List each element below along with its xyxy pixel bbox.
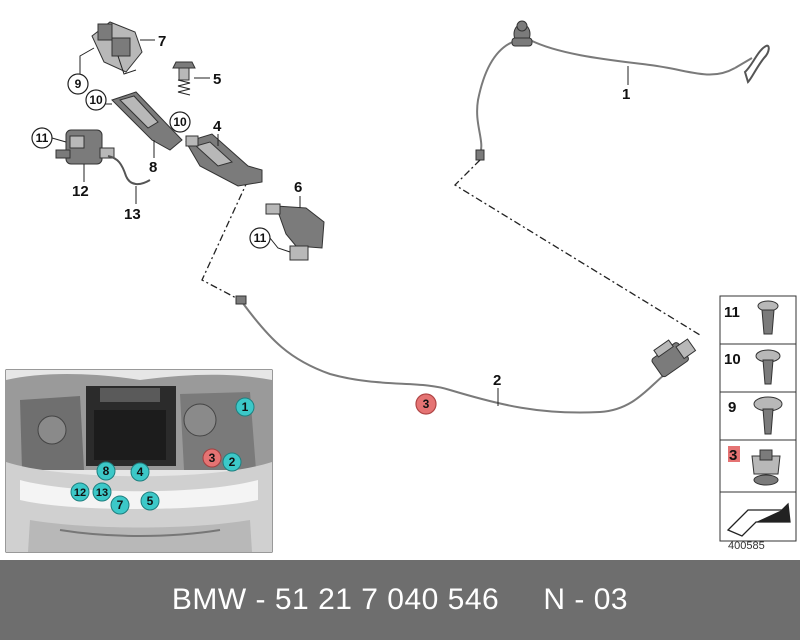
spring-bolt-part-5 xyxy=(172,61,196,96)
part-label-13: 13 xyxy=(124,206,141,223)
svg-text:9: 9 xyxy=(75,77,82,91)
inset-callout-3-red: 3 xyxy=(202,448,222,468)
legend-item-3: 3 xyxy=(729,447,737,464)
callout-10-left: 10 xyxy=(85,89,107,111)
fastener-legend: 11 10 9 3 xyxy=(719,295,797,542)
svg-text:1: 1 xyxy=(242,400,249,414)
svg-text:7: 7 xyxy=(117,498,124,512)
clip-3-icon xyxy=(751,449,781,486)
vehicle-inset: 1 2 3 4 5 7 8 12 xyxy=(5,369,273,553)
part-label-2: 2 xyxy=(493,372,501,389)
svg-text:10: 10 xyxy=(89,93,103,107)
bracket-part-7 xyxy=(91,21,143,75)
inset-callout-5: 5 xyxy=(140,491,160,511)
legend-item-11: 11 xyxy=(724,304,740,321)
svg-text:11: 11 xyxy=(254,231,267,245)
inset-callout-2: 2 xyxy=(222,452,242,472)
part-label-1: 1 xyxy=(622,86,630,103)
callout-9: 9 xyxy=(67,73,89,95)
inset-callout-7: 7 xyxy=(110,495,130,515)
route-dashed-line-right xyxy=(453,159,701,336)
part-label-6: 6 xyxy=(294,179,302,196)
svg-text:13: 13 xyxy=(96,487,108,499)
callout-11-left: 11 xyxy=(31,127,53,149)
bowden-cable-2 xyxy=(235,295,697,414)
svg-text:3: 3 xyxy=(423,397,430,411)
lock-plate-part-8 xyxy=(111,91,183,151)
bowden-cable-1 xyxy=(475,20,770,161)
part-label-12: 12 xyxy=(72,183,89,200)
wire-part-13 xyxy=(107,155,151,186)
callout-11-right: 11 xyxy=(249,227,271,249)
sensor-part-6 xyxy=(265,203,325,261)
route-dashed-line-left xyxy=(201,179,249,301)
legend-item-9: 9 xyxy=(728,399,736,416)
part-label-4: 4 xyxy=(213,118,222,135)
inset-callout-13: 13 xyxy=(92,482,112,502)
part-label-7: 7 xyxy=(158,33,166,50)
inset-callout-12: 12 xyxy=(70,482,90,502)
svg-text:11: 11 xyxy=(36,131,49,145)
svg-text:3: 3 xyxy=(209,451,216,465)
inset-callout-4: 4 xyxy=(130,462,150,482)
svg-text:8: 8 xyxy=(103,464,110,478)
part-label-5: 5 xyxy=(213,71,221,88)
svg-text:10: 10 xyxy=(173,115,187,129)
callout-3-red: 3 xyxy=(415,393,437,415)
actuator-part-12 xyxy=(55,129,115,165)
inset-callout-1: 1 xyxy=(235,397,255,417)
arrow-icon xyxy=(726,502,791,537)
screw-9-icon xyxy=(753,396,783,435)
svg-text:5: 5 xyxy=(147,494,154,508)
part-label-8: 8 xyxy=(149,159,157,176)
diagram-image-id: 400585 xyxy=(728,540,765,552)
svg-text:12: 12 xyxy=(74,487,86,499)
screw-11-icon xyxy=(757,300,779,335)
inset-callout-8: 8 xyxy=(96,461,116,481)
lock-part-4 xyxy=(185,133,263,187)
svg-text:2: 2 xyxy=(229,455,236,469)
legend-item-10: 10 xyxy=(724,351,741,368)
parts-diagram: 1 2 3 7 9 5 xyxy=(5,20,797,553)
callout-10-right: 10 xyxy=(169,111,191,133)
screw-10-icon xyxy=(755,349,781,385)
footer-bar: BMW - 51 21 7 040 546 N - 03 xyxy=(0,560,800,640)
svg-text:4: 4 xyxy=(137,465,144,479)
part-number-text: BMW - 51 21 7 040 546 N - 03 xyxy=(171,583,629,616)
